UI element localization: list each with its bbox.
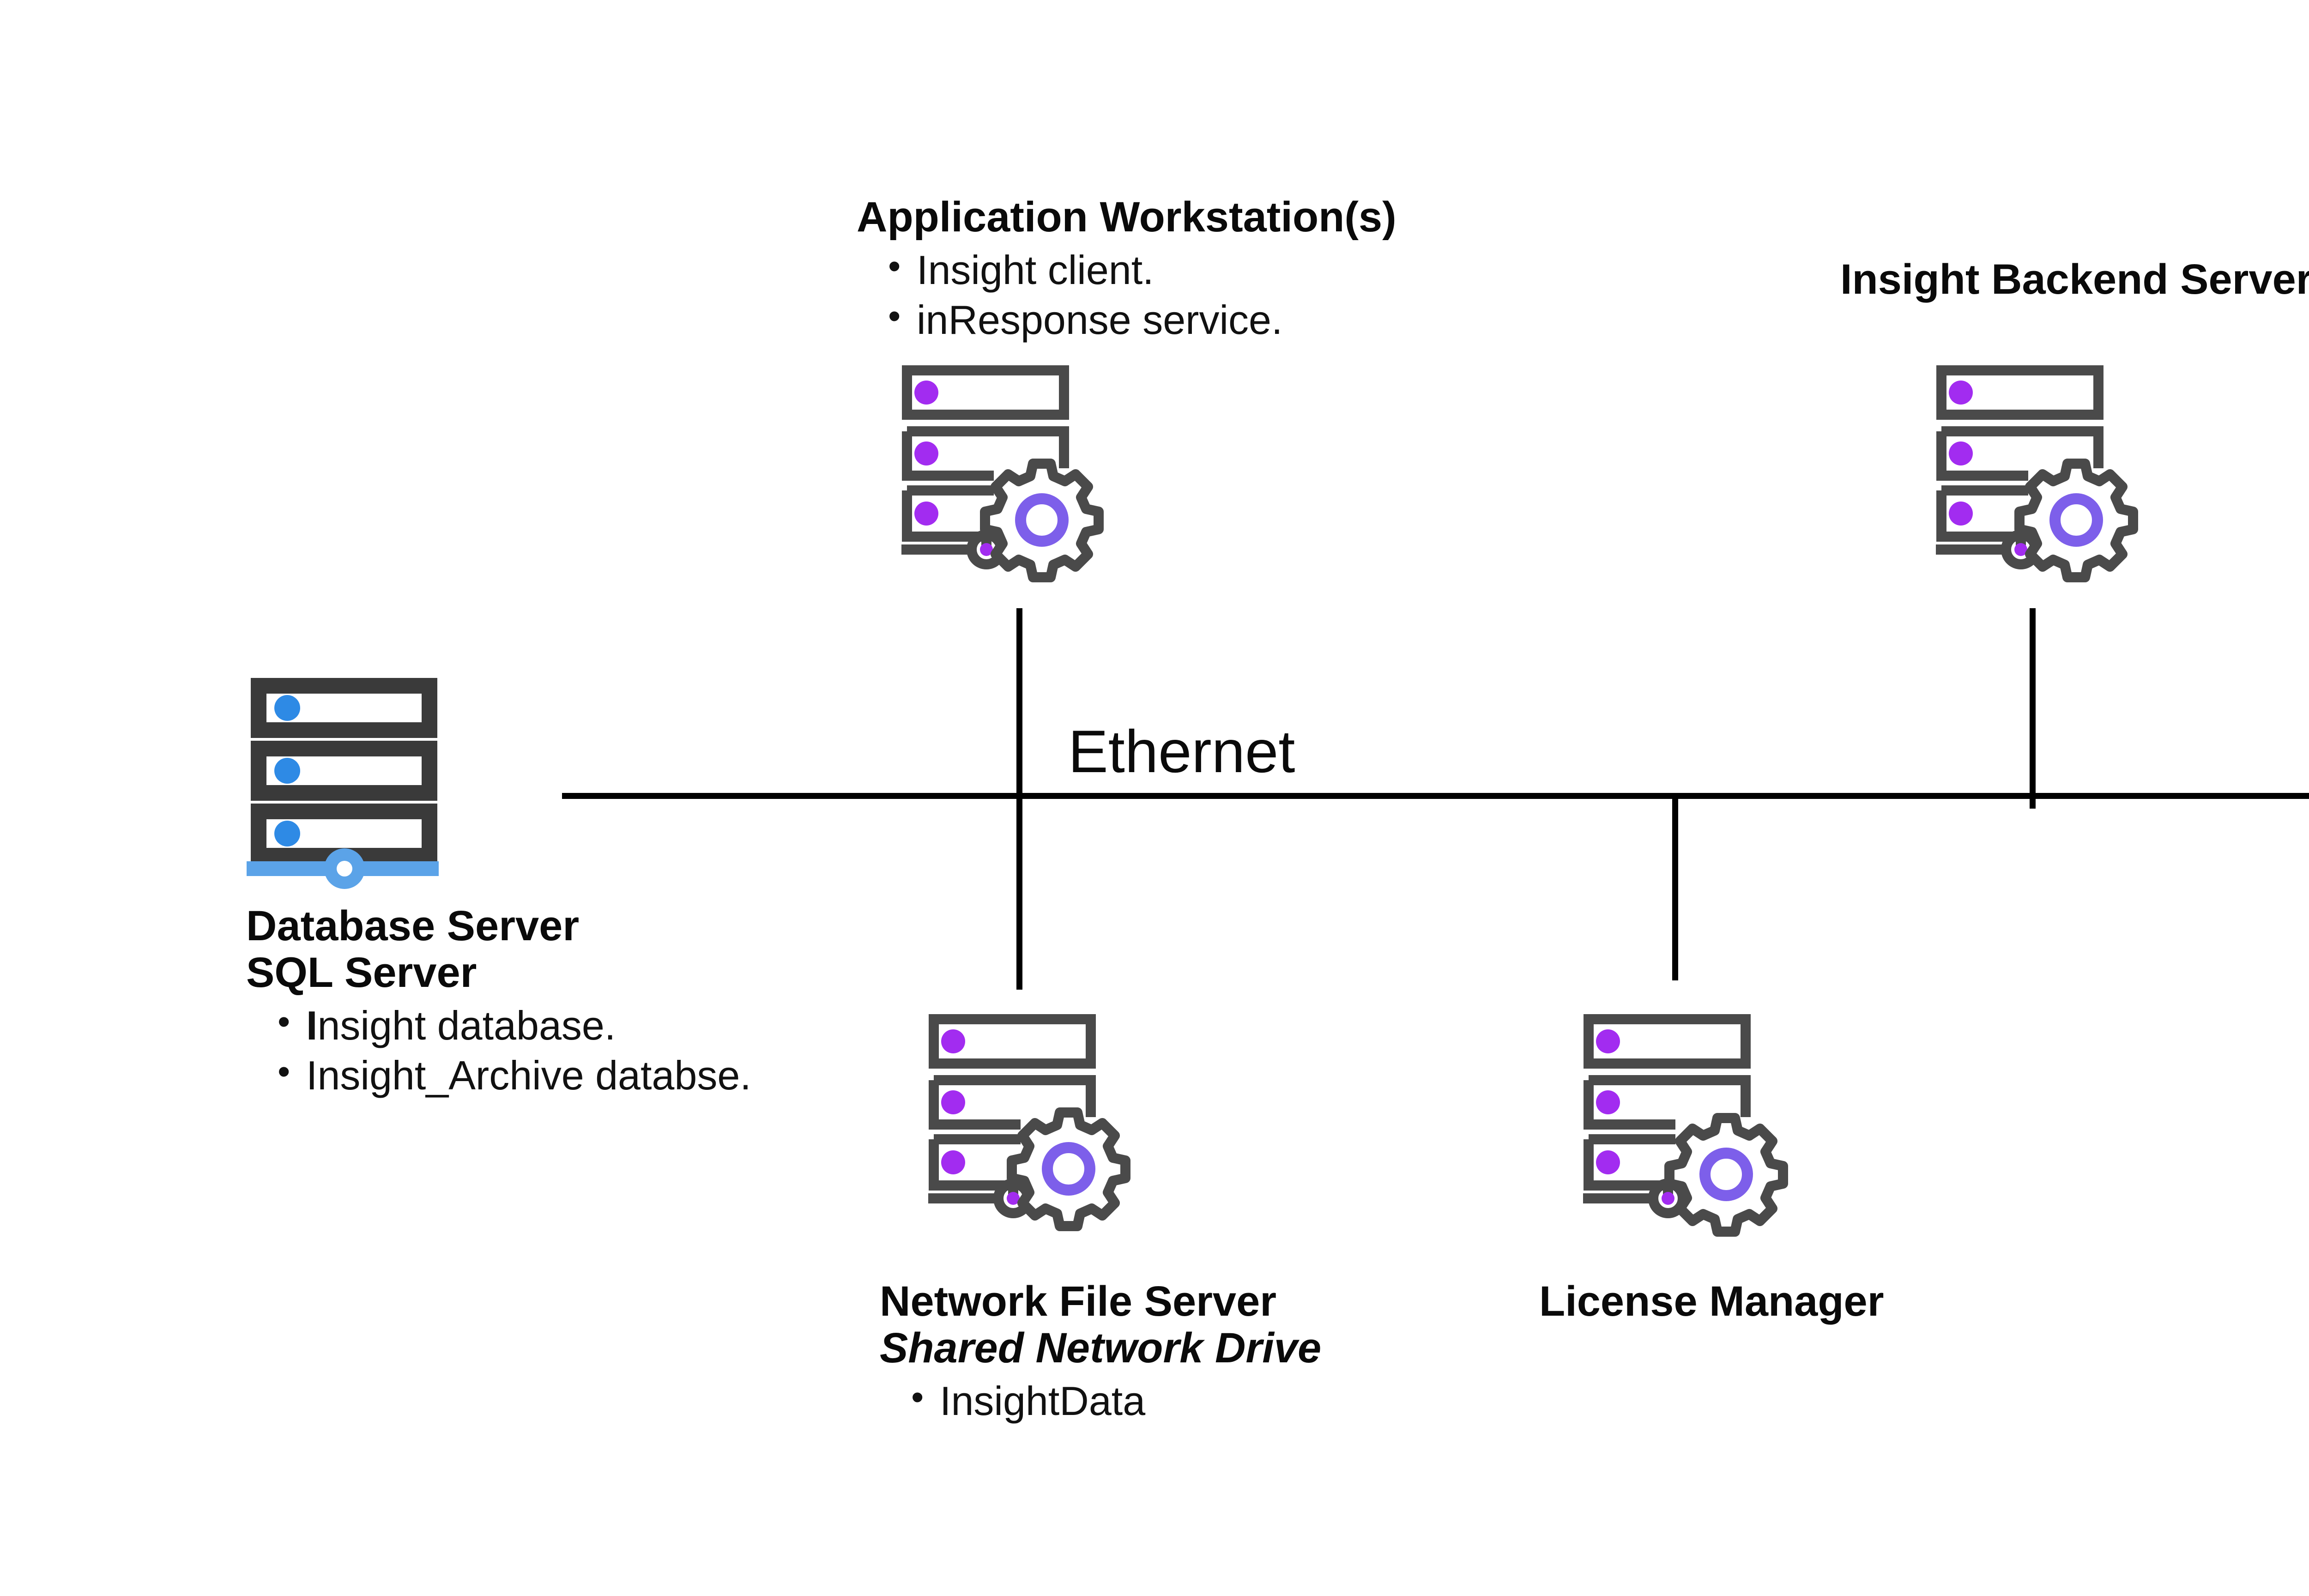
gear-icon [2014,459,2138,582]
network-file-server-title: Network File Server [880,1278,1277,1325]
status-dot [274,758,300,784]
list-item: InsightData [911,1375,1321,1426]
status-dot [274,821,300,846]
status-dot [1596,1150,1620,1174]
drop-line-backend-server [2030,608,2036,809]
application-workstation-labels: Application Workstation(s) Insight clien… [857,193,1396,345]
ethernet-bus-line [562,793,2309,799]
status-dot [941,1150,965,1174]
status-dot [1949,502,1973,526]
gear-icon [980,459,1104,582]
status-dot [941,1090,965,1114]
status-dot [914,381,938,405]
insight-backend-server-title: Insight Backend Server [1840,256,2309,303]
status-dot [914,441,938,466]
license-manager-labels: License Manager [1539,1278,1884,1325]
database-server-bullets: Insight database. Insight_Archive databs… [278,1000,751,1100]
license-manager-title: License Manager [1539,1278,1884,1325]
status-dot [1949,441,1973,466]
network-connector-icon [247,848,439,889]
list-item: inResponse service. [888,294,1396,345]
drop-line-center [1016,608,1022,990]
application-workstation-bullets: Insight client. inResponse service. [888,244,1396,345]
gear-icon [1007,1107,1130,1231]
insight-backend-server-labels: Insight Backend Server [1840,256,2309,303]
database-server-icon [247,678,439,889]
status-dot [1949,381,1973,405]
drop-line-license-manager [1672,796,1678,980]
status-dot [914,502,938,526]
database-server-icon [247,677,490,894]
database-server-title: Database Server [246,902,580,949]
status-dot [1596,1029,1620,1053]
insight-backend-server-icon [1936,365,2139,582]
database-server-labels: Database Server SQL Server Insight datab… [246,902,751,1100]
status-dot [274,695,300,721]
list-item: Insight client. [888,244,1396,295]
server-gear-icon [1583,1014,1788,1237]
list-item: Insight database. [278,1000,751,1050]
ethernet-bus-label: Ethernet [1068,718,1295,785]
application-workstation-title: Application Workstation(s) [857,193,1396,241]
network-file-server-labels: Network File Server Shared Network Drive… [880,1278,1321,1426]
server-gear-icon [901,365,1104,582]
list-item: Insight_Archive databse. [278,1050,751,1100]
network-file-server-subtitle: Shared Network Drive [880,1324,1322,1372]
status-dot [941,1029,965,1053]
database-server-subtitle: SQL Server [246,949,477,997]
server-gear-icon [1936,365,2138,582]
server-gear-icon [928,1014,1130,1231]
status-dot [1596,1090,1620,1114]
license-manager-icon [1583,1014,1788,1237]
network-file-server-icon [928,1014,1131,1231]
network-file-server-bullets: InsightData [911,1375,1321,1426]
application-workstation-icon [901,365,1105,582]
gear-icon [1664,1113,1788,1237]
